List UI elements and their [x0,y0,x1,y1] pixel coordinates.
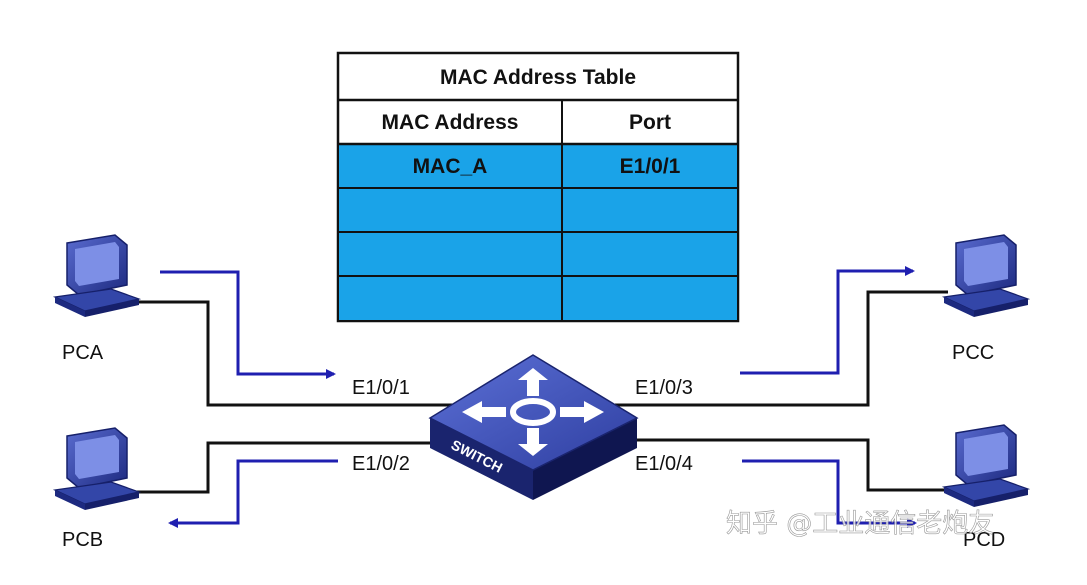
host-label-pcb: PCB [62,529,103,551]
host-label-pcd: PCD [963,529,1005,551]
port-label-e1-0-1: E1/0/1 [352,377,410,399]
computer-icon [941,424,1031,507]
host-label-pca: PCA [62,342,104,364]
arrow-out-pcb [168,459,338,528]
port-label-e1-0-4: E1/0/4 [635,453,693,475]
cable-pcd [632,438,948,492]
computer-icon [52,234,142,317]
host-label-pcc: PCC [952,342,994,364]
watermark: 知乎 @工业通信老炮友 [726,509,994,539]
port-label-e1-0-3: E1/0/3 [635,377,693,399]
arrow-in-pca [160,270,336,379]
table-row [339,233,737,275]
mac-address-table: MAC Address Table MAC Address Port MAC_A… [336,51,740,323]
port-label-e1-0-2: E1/0/2 [352,453,410,475]
computer-icon [52,427,142,510]
cables [135,290,948,494]
table-cell-mac: MAC_A [413,155,488,178]
table-row [339,189,737,231]
table-cell-port: E1/0/1 [620,155,681,178]
computer-icon [941,234,1031,317]
frame-flow-arrows [160,266,917,528]
arrow-out-pcc [740,266,915,375]
cable-pcc [615,290,948,407]
table-title: MAC Address Table [440,66,636,89]
table-row [339,277,737,320]
switch-icon: SWITCH [428,354,639,500]
table-row [339,145,737,187]
column-header-port: Port [629,111,671,134]
column-header-mac: MAC Address [382,111,519,134]
cable-pcb [135,441,440,494]
arrow-out-pcd [742,459,917,528]
cable-pca [135,300,460,407]
